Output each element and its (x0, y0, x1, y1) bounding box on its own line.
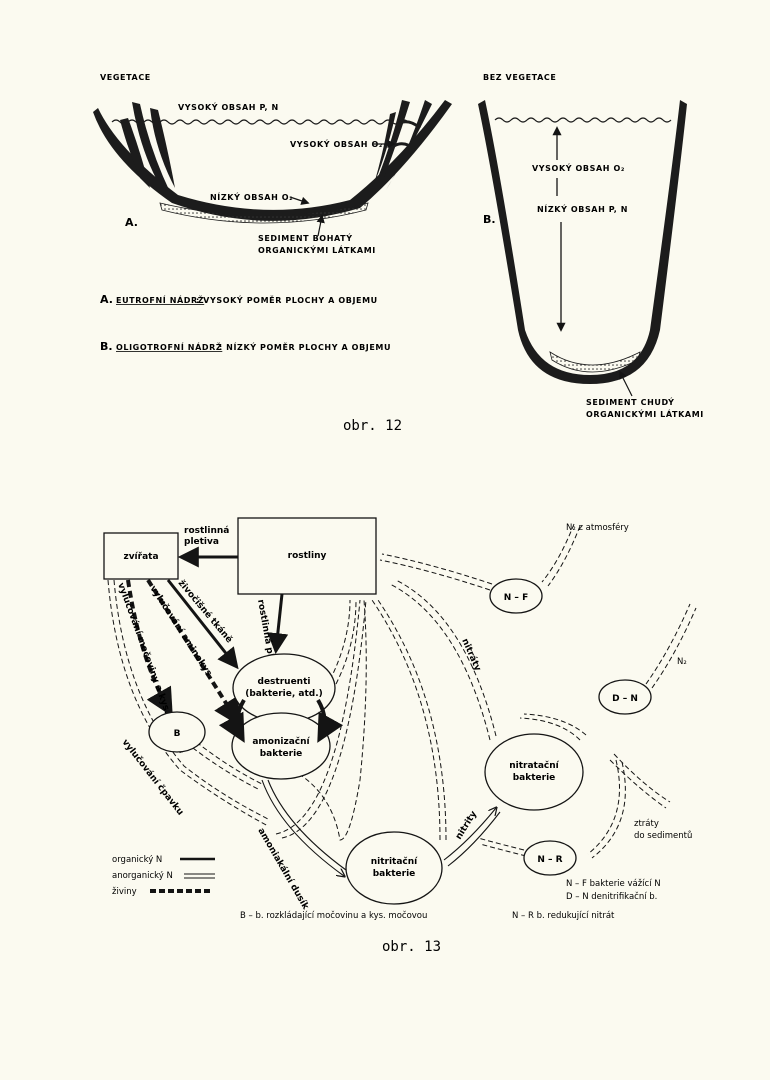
n2-atmosphere-label: N₂ z atmosféry (566, 522, 629, 533)
n2-label: N₂ (677, 657, 687, 667)
ammonia-nitrogen-label: amoniakální dusík (255, 827, 310, 913)
figure-12: VEGETACE BEZ VEGETACE VYSOKÝ OBSAH P, N … (93, 73, 704, 434)
nitrites-label: nitrity (454, 809, 479, 841)
plants-label: rostliny (288, 551, 327, 561)
decomposers-label-2: (bakterie, atd.) (245, 689, 323, 699)
sediment-poor-line2: ORGANICKÝMI LÁTKAMI (586, 408, 704, 419)
eutrophic-basin (93, 100, 452, 224)
legend-a-term: EUTROFNÍ NÁDRŽ (116, 294, 204, 305)
nitriting-label-1: nitritační (371, 856, 418, 867)
decomposers-node (232, 653, 336, 723)
plant-tissue-top-2: pletiva (184, 537, 219, 547)
figure-12-caption: obr. 12 (343, 418, 402, 434)
sediment-rich-line2: ORGANICKÝMI LÁTKAMI (258, 244, 376, 255)
nr-label: N – R (537, 855, 562, 865)
note-b: B – b. rozkládající močovinu a kys. močo… (240, 910, 427, 921)
ammonifying-label-2: bakterie (260, 749, 303, 759)
nitriting-node (345, 831, 443, 905)
legend-b-desc: : NÍZKÝ POMĚR PLOCHY A OBJEMU (219, 341, 391, 352)
animals-label: zvířata (123, 552, 158, 562)
right-low-pn-label: NÍZKÝ OBSAH P, N (537, 203, 628, 214)
low-o2-label: NÍZKÝ OBSAH O₂ (210, 191, 293, 202)
ammonifying-node (231, 712, 331, 780)
nitrating-label-2: bakterie (513, 773, 556, 783)
plant-tissue-top-1: rostlinná (184, 526, 229, 536)
legend-inorganic-label: anorganický N (112, 871, 173, 881)
legend-organic-label: organický N (112, 855, 162, 865)
figure-13-caption: obr. 13 (382, 939, 441, 955)
sediment-poor-line1: SEDIMENT CHUDÝ (586, 396, 675, 407)
b-label: B (174, 729, 181, 739)
decomposers-label-1: destruenti (258, 677, 311, 687)
losses-label-2: do sedimentů (634, 830, 692, 841)
right-high-o2-label: VYSOKÝ OBSAH O₂ (532, 162, 625, 173)
vegetation-title: VEGETACE (100, 73, 151, 82)
legend-b-term: OLIGOTROFNÍ NÁDRŽ (116, 341, 222, 352)
basin-b-letter: B. (483, 213, 496, 226)
nitriting-label-2: bakterie (373, 869, 416, 879)
dn-node (598, 679, 652, 715)
b-node (148, 711, 206, 753)
basin-a-letter: A. (125, 216, 138, 229)
losses-label-1: ztráty (634, 819, 659, 829)
high-pn-label: VYSOKÝ OBSAH P, N (178, 101, 279, 112)
nitrating-node (484, 733, 584, 811)
figure-13: zvířata rostliny rostlinná pletiva rostl… (103, 517, 697, 955)
nf-node (489, 578, 543, 614)
oligotrophic-basin (478, 100, 687, 384)
note-nr: N – R b. redukující nitrát (512, 911, 615, 921)
note-dn: D – N denitrifikační b. (566, 891, 657, 902)
no-vegetation-title: BEZ VEGETACE (483, 73, 556, 82)
note-nf: N – F bakterie vážící N (566, 879, 661, 889)
high-o2-label: VYSOKÝ OBSAH O₂ (290, 138, 383, 149)
ammonifying-label-1: amonizační (252, 736, 310, 747)
legend-a-desc: : VYSOKÝ POMĚR PLOCHY A OBJEMU (196, 294, 378, 305)
legend-a-letter: A. (100, 293, 113, 306)
nitrates-label: nitráty (459, 637, 482, 673)
dn-label: D – N (612, 694, 638, 704)
nr-node (523, 840, 577, 876)
legend-b-letter: B. (100, 340, 113, 353)
legend-nutrients-label: živiny (112, 887, 137, 897)
nitrating-label-1: nitratační (509, 760, 559, 771)
nf-label: N – F (504, 593, 528, 603)
sediment-rich-line1: SEDIMENT BOHATÝ (258, 232, 353, 243)
